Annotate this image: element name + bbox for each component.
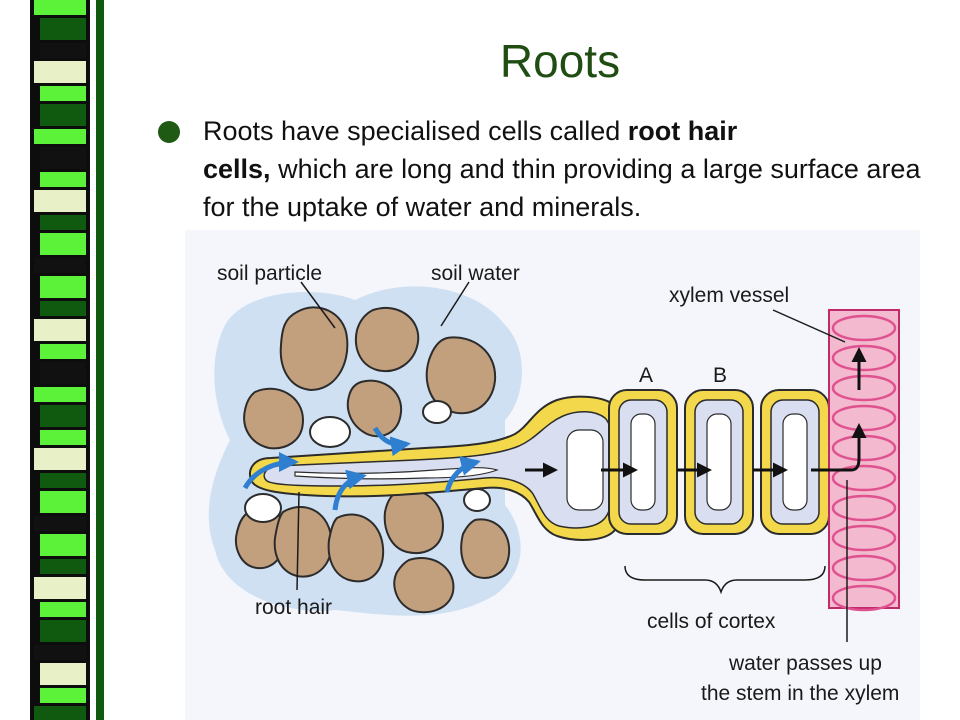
air-space	[463, 488, 491, 512]
stripe	[40, 663, 86, 685]
label-cells-of-cortex: cells of cortex	[647, 610, 776, 633]
label-root-hair: root hair	[255, 596, 332, 619]
stripe	[40, 405, 86, 427]
soil-particle	[383, 489, 445, 554]
stripe	[34, 706, 86, 720]
flow-arrow	[811, 423, 867, 472]
soil-particle	[393, 557, 455, 614]
stripe	[40, 491, 86, 513]
stripe	[34, 448, 86, 470]
xylem-ring	[831, 554, 897, 582]
bullet-text-part: Roots have specialised cells called	[203, 116, 628, 146]
label-water-passes-line2: the stem in the xylem	[701, 682, 899, 705]
stripe	[40, 43, 86, 58]
stripe	[34, 190, 86, 212]
stripe	[40, 18, 86, 40]
label-xylem-vessel: xylem vessel	[669, 284, 789, 307]
stripe	[40, 688, 86, 703]
stripe	[40, 86, 86, 101]
stripe	[40, 344, 86, 359]
stripe	[40, 301, 86, 316]
air-space	[244, 493, 282, 523]
stripe	[34, 129, 86, 144]
root-hair-diagram: soil particle soil water xylem vessel A …	[185, 230, 920, 720]
bold-term: root hair	[627, 116, 738, 146]
stripe	[40, 362, 86, 384]
stripe	[40, 534, 86, 556]
soil-particle	[327, 513, 385, 583]
air-space	[309, 416, 351, 448]
soil-particle	[243, 387, 305, 450]
stripe	[40, 147, 86, 169]
stripe	[40, 559, 86, 574]
stripe	[40, 620, 86, 642]
stripe	[34, 645, 86, 660]
xylem-vessel	[828, 309, 900, 612]
stripe	[40, 430, 86, 445]
xylem-ring	[831, 584, 897, 612]
leader-line	[300, 281, 336, 329]
xylem-ring	[831, 464, 897, 492]
water-uptake-arrows	[242, 426, 481, 511]
blue-arrow	[332, 469, 367, 511]
stripe	[34, 258, 86, 273]
xylem-ring	[831, 314, 897, 342]
stripe	[34, 577, 86, 599]
stripe	[40, 215, 86, 230]
cortex-brace	[624, 565, 826, 595]
soil-particle	[355, 307, 420, 373]
air-spaces	[244, 400, 491, 523]
label-leaders	[296, 281, 848, 642]
stripe	[34, 387, 86, 402]
decorative-stripe-bar	[0, 0, 110, 720]
soil-particle	[273, 506, 333, 578]
bullet-text: Roots have specialised cells called root…	[203, 112, 923, 226]
bullet-text-part: which are long and thin providing a larg…	[203, 154, 921, 222]
leader-line	[440, 281, 470, 327]
xylem-ring	[831, 524, 897, 552]
xylem-ring	[831, 374, 897, 402]
cortex-cells	[608, 389, 830, 535]
bold-term: cells,	[203, 154, 271, 184]
blue-arrow	[444, 456, 481, 493]
soil-particle	[460, 518, 511, 579]
stripe	[40, 473, 86, 488]
soil-particle	[346, 379, 403, 438]
bullet-icon	[158, 121, 180, 143]
label-cell-b: B	[713, 364, 727, 387]
root-hair-vacuole	[566, 429, 604, 511]
stripe	[34, 516, 86, 531]
label-soil-water: soil water	[431, 262, 520, 285]
stripe	[40, 172, 86, 187]
blue-arrow	[242, 452, 299, 490]
label-soil-particle: soil particle	[217, 262, 322, 285]
xylem-ring	[831, 344, 897, 372]
xylem-ring	[831, 494, 897, 522]
stripe	[40, 276, 86, 298]
label-water-passes-line1: water passes up	[728, 652, 882, 675]
stripe	[34, 0, 86, 15]
stripe	[34, 61, 86, 83]
stripe	[34, 319, 86, 341]
water-flow-arrows	[525, 347, 867, 478]
soil-particles	[235, 306, 511, 614]
stripe	[40, 233, 86, 255]
label-cell-a: A	[639, 364, 653, 387]
slide-title: Roots	[499, 35, 621, 87]
air-space	[422, 400, 452, 424]
leader-line	[772, 309, 846, 343]
stripe	[40, 104, 86, 126]
blue-arrow	[372, 426, 411, 457]
soil-particle	[279, 306, 349, 392]
stripe	[40, 602, 86, 617]
leader-line	[296, 491, 300, 591]
